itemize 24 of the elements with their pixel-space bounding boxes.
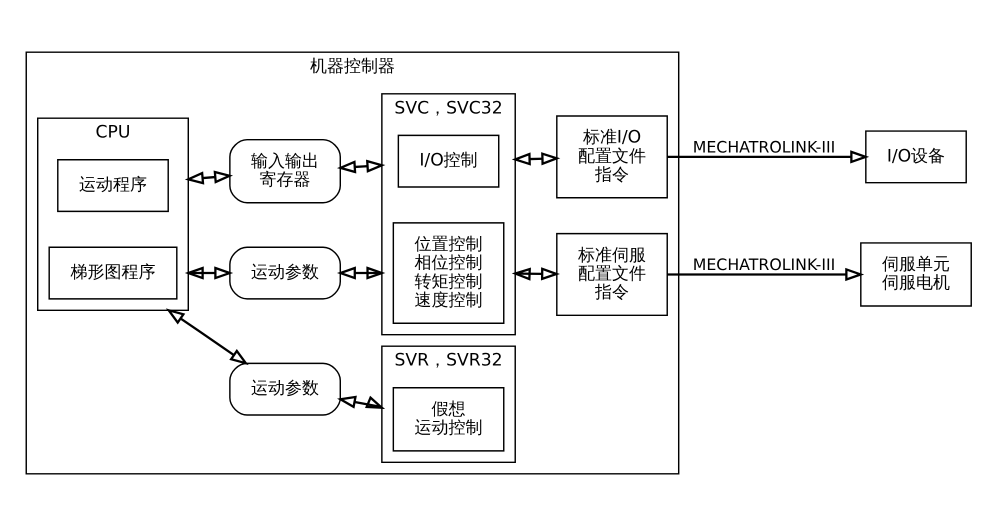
node-box: 输入输出寄存器: [229, 138, 341, 204]
arrow: [184, 170, 234, 185]
arrow: [184, 266, 234, 280]
arrow: [337, 396, 386, 410]
node-box: 运动程序: [57, 159, 169, 212]
arrow: [512, 267, 560, 281]
node-box: 假想运动控制: [392, 387, 504, 452]
arrow: [667, 268, 864, 282]
arrow: [512, 152, 560, 166]
node-box: 梯形图程序: [48, 246, 178, 300]
node-box: 标准伺服配置文件指令: [556, 232, 668, 316]
node-box: I/O控制: [398, 134, 500, 188]
node-box: 伺服单元伺服电机: [860, 242, 972, 307]
arrow: [336, 266, 386, 280]
arrow: [667, 150, 870, 164]
edge-label: MECHATROLINK-III: [692, 137, 836, 156]
edge-label: MECHATROLINK-III: [692, 254, 836, 274]
node-box: I/O设备: [865, 130, 967, 184]
arrow: [166, 308, 249, 366]
node-box: 运动参数: [229, 362, 341, 416]
node-box: 运动参数: [229, 246, 341, 300]
node-box: 位置控制相位控制转矩控制速度控制: [392, 222, 504, 324]
arrow: [336, 160, 386, 174]
node-box: 标准I/O配置文件指令: [556, 115, 668, 198]
